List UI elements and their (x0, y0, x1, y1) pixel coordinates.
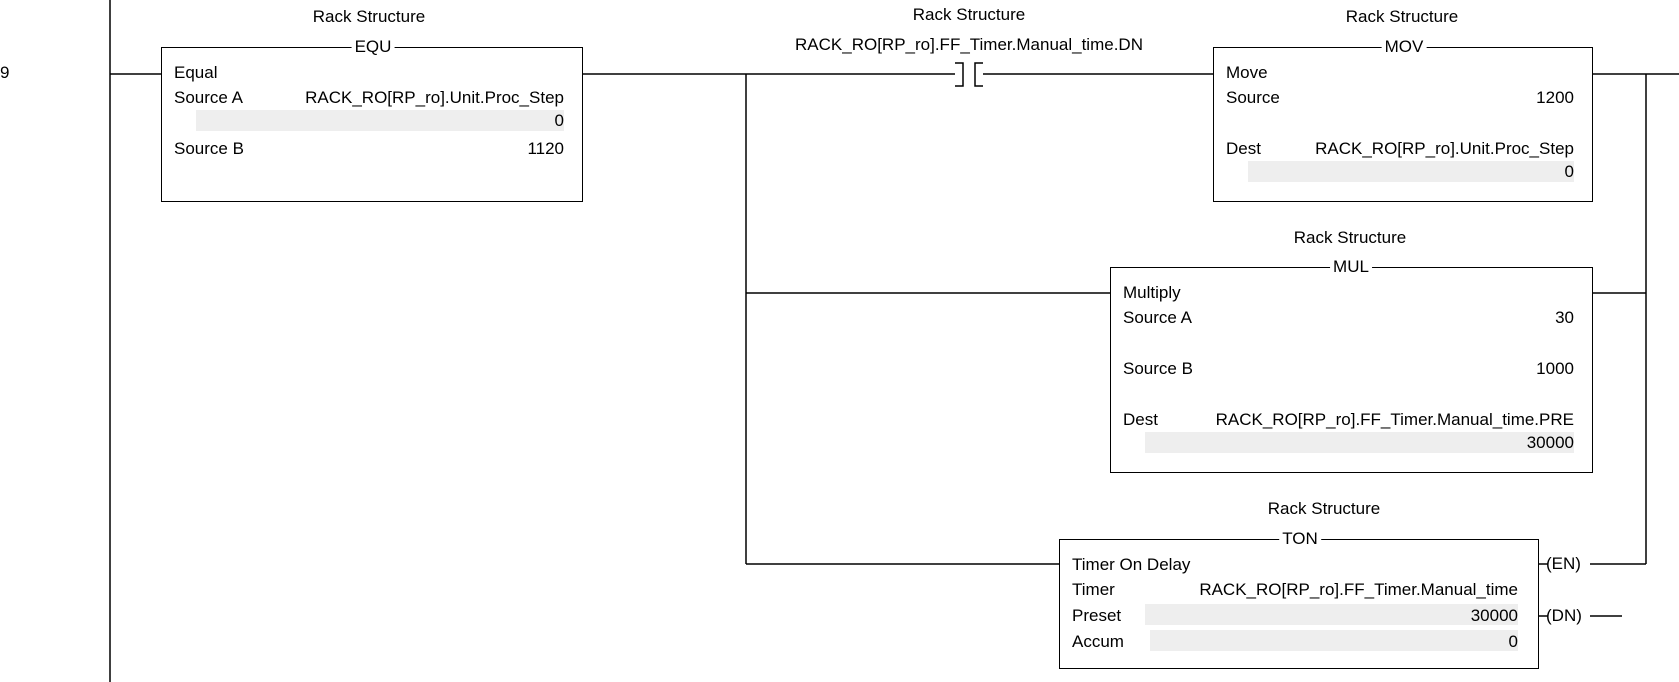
equ-source-b-label: Source B (174, 139, 244, 158)
ton-preset-value[interactable]: 30000 (1470, 606, 1518, 625)
mov-category-label: Rack Structure (1345, 7, 1459, 26)
ton-accum-value-field (1150, 630, 1518, 651)
ton-preset-value-field (1145, 604, 1518, 625)
mul-source-a-label: Source A (1123, 308, 1192, 327)
ton-dn-label: DN (1551, 606, 1577, 625)
equ-category-label: Rack Structure (312, 7, 426, 26)
equ-source-a-value-field (196, 110, 564, 131)
mov-dest-value: 0 (1564, 162, 1574, 181)
mul-source-b-label: Source B (1123, 359, 1193, 378)
mul-instruction-block[interactable]: MUL Multiply Source A 30 Source B 1000 D… (1110, 257, 1593, 473)
equ-source-a-value: 0 (554, 111, 564, 130)
ton-en-output: (EN) (1546, 554, 1581, 573)
xio-category-label: Rack Structure (912, 5, 1026, 24)
ton-accum-value[interactable]: 0 (1508, 632, 1518, 651)
mul-dest-tag[interactable]: RACK_RO[RP_ro].FF_Timer.Manual_time.PRE (1215, 410, 1574, 429)
ton-preset-label: Preset (1072, 606, 1122, 625)
mov-name: Move (1226, 63, 1268, 82)
equ-name: Equal (174, 63, 218, 82)
equ-instruction-block[interactable]: EQU Equal Source A RACK_RO[RP_ro].Unit.P… (161, 37, 583, 202)
mov-instruction-block[interactable]: MOV Move Source 1200 Dest RACK_RO[RP_ro]… (1213, 37, 1593, 202)
equ-mnemonic: EQU (351, 37, 395, 57)
mul-category-label: Rack Structure (1293, 228, 1407, 247)
ton-category-label: Rack Structure (1267, 499, 1381, 518)
mul-mnemonic: MUL (1330, 257, 1372, 277)
rung-number[interactable]: 9 (0, 63, 10, 82)
mov-dest-value-field (1248, 161, 1574, 182)
mov-dest-tag[interactable]: RACK_RO[RP_ro].Unit.Proc_Step (1315, 139, 1574, 158)
xio-contact-symbol (955, 62, 983, 87)
ton-accum-label: Accum (1072, 632, 1124, 651)
equ-source-b-value[interactable]: 1120 (527, 139, 564, 158)
ton-instruction-block[interactable]: TON Timer On Delay Timer RACK_RO[RP_ro].… (1059, 529, 1539, 669)
equ-source-a-label: Source A (174, 88, 243, 107)
ton-mnemonic: TON (1279, 529, 1321, 549)
mul-dest-value-field (1145, 432, 1574, 453)
equ-source-a-tag[interactable]: RACK_RO[RP_ro].Unit.Proc_Step (305, 88, 564, 107)
mul-source-a-value[interactable]: 30 (1555, 308, 1574, 327)
ton-dn-output: (DN) (1546, 606, 1582, 625)
ton-name: Timer On Delay (1072, 555, 1191, 574)
mul-source-b-value[interactable]: 1000 (1536, 359, 1574, 378)
mul-dest-value: 30000 (1526, 433, 1574, 452)
ton-en-label: EN (1551, 554, 1576, 573)
mul-dest-label: Dest (1123, 410, 1158, 429)
mov-dest-label: Dest (1226, 139, 1261, 158)
mov-source-value[interactable]: 1200 (1536, 88, 1574, 107)
mov-source-label: Source (1226, 88, 1280, 107)
mul-name: Multiply (1123, 283, 1181, 302)
mov-mnemonic: MOV (1381, 37, 1427, 57)
ton-timer-label: Timer (1072, 580, 1115, 599)
ton-timer-tag[interactable]: RACK_RO[RP_ro].FF_Timer.Manual_time (1199, 580, 1518, 599)
xio-tag[interactable]: RACK_RO[RP_ro].FF_Timer.Manual_time.DN (795, 35, 1143, 54)
